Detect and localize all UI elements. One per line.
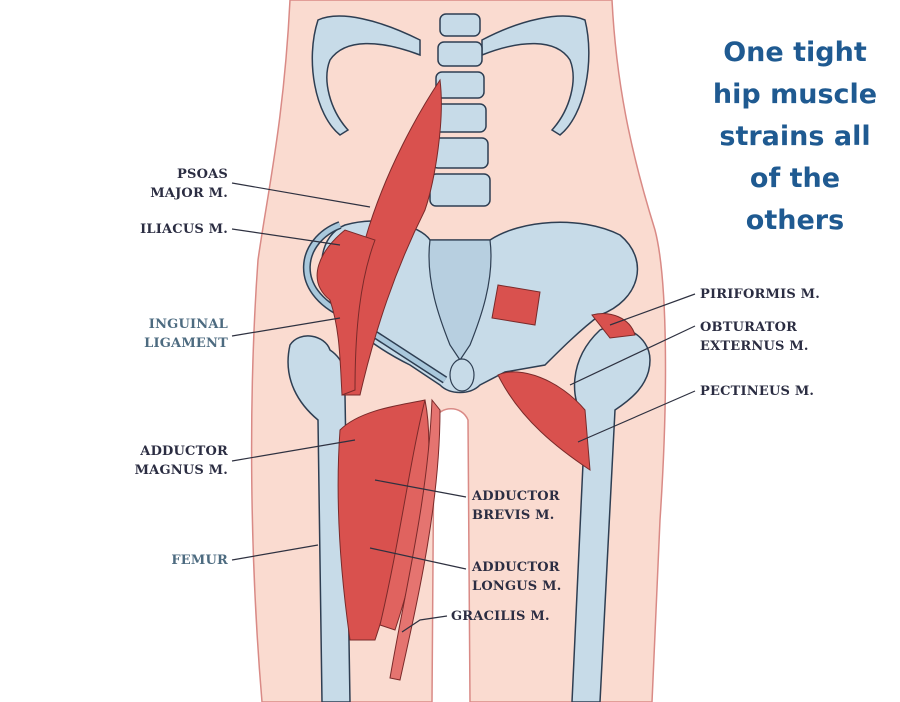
label-adductor-brevis: ADDUCTOR BREVIS M. xyxy=(472,487,560,525)
label-iliacus: ILIACUS M. xyxy=(140,222,228,237)
label-line: BREVIS M. xyxy=(472,508,555,523)
rib-cage xyxy=(311,15,590,136)
pubic-symphysis xyxy=(449,358,475,392)
label-line: ADDUCTOR xyxy=(472,560,560,575)
label-obturator-externus: OBTURATOR EXTERNUS M. xyxy=(700,318,809,356)
label-line: MAJOR M. xyxy=(150,186,228,201)
headline-line: others xyxy=(745,205,845,236)
label-line: MAGNUS M. xyxy=(134,463,228,478)
headline-line: strains all xyxy=(719,121,871,152)
leader-lines xyxy=(231,182,696,633)
headline-line: hip muscle xyxy=(712,79,878,110)
headline-line: One tight xyxy=(723,37,867,68)
label-line: ADDUCTOR xyxy=(140,444,228,459)
headline: One tight hip muscle strains all of the … xyxy=(690,32,900,242)
label-adductor-magnus: ADDUCTOR MAGNUS M. xyxy=(100,442,228,480)
label-adductor-longus: ADDUCTOR LONGUS M. xyxy=(472,558,561,596)
pectineus-muscle xyxy=(497,371,591,471)
label-line: INGUINAL xyxy=(148,317,228,332)
label-piriformis: PIRIFORMIS M. xyxy=(700,287,820,302)
label-line: EXTERNUS M. xyxy=(700,339,809,354)
piriformis-muscle xyxy=(491,284,541,326)
label-psoas-major: PSOAS MAJOR M. xyxy=(100,165,228,203)
sacrum xyxy=(428,239,492,362)
label-line: OBTURATOR xyxy=(700,320,798,335)
headline-line: of the xyxy=(749,163,841,194)
gracilis-muscle xyxy=(389,398,441,681)
label-pectineus: PECTINEUS M. xyxy=(700,384,815,399)
label-line: ADDUCTOR xyxy=(472,489,560,504)
label-line: LIGAMENT xyxy=(144,336,228,351)
iliacus-muscle xyxy=(316,229,376,396)
label-line: LONGUS M. xyxy=(472,579,562,594)
label-gracilis: GRACILIS M. xyxy=(451,609,550,624)
label-inguinal-ligament: INGUINAL LIGAMENT xyxy=(100,315,228,353)
label-femur: FEMUR xyxy=(171,553,228,568)
muscles xyxy=(316,78,636,681)
psoas-muscle xyxy=(341,78,442,396)
label-line: PSOAS xyxy=(177,167,228,182)
